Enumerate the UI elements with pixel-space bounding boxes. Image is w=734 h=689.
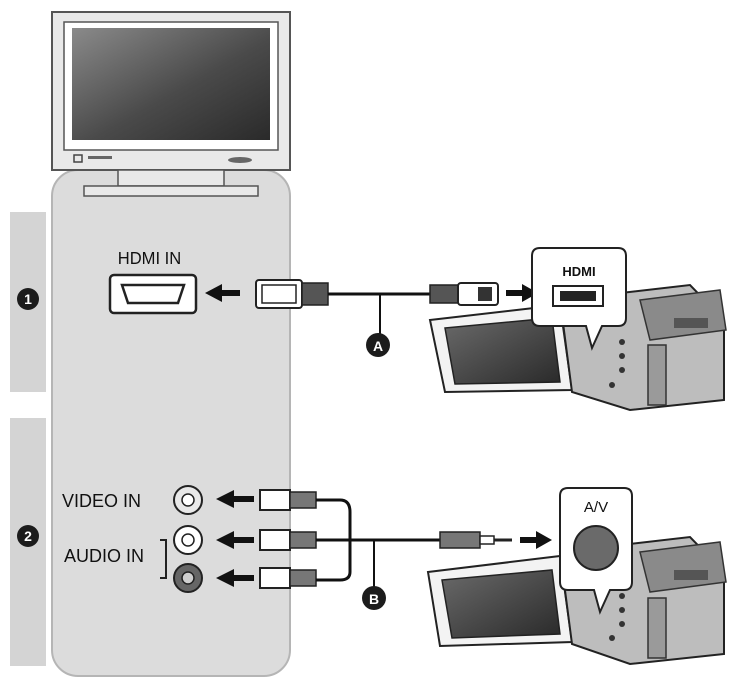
audio-in-white-jack-icon xyxy=(173,525,203,555)
hdmi-in-port-icon xyxy=(108,273,198,315)
hdmi-in-label: HDMI IN xyxy=(118,247,181,268)
step-marker-2: 2 xyxy=(17,525,39,547)
av-label-text: A/V xyxy=(584,499,608,516)
step-marker-1: 1 xyxy=(17,288,39,310)
tv-icon xyxy=(51,11,291,197)
video-in-jack-icon xyxy=(173,485,203,515)
tv-rear-panel xyxy=(51,169,291,677)
arrow-right-icon xyxy=(520,531,552,549)
step-marker-2-label: 2 xyxy=(24,528,32,544)
audio-bracket xyxy=(160,539,167,579)
hdmi-out-callout: HDMI xyxy=(531,247,627,351)
cable-label-a-text: A xyxy=(373,338,383,354)
audio-in-label: AUDIO IN xyxy=(64,546,144,566)
hdmi-cable-a xyxy=(255,279,499,340)
hdmi-logo-text: HDMI xyxy=(562,264,595,279)
av-out-callout: A/V xyxy=(559,487,633,615)
arrow-left-icon xyxy=(216,490,254,508)
arrow-left-icon xyxy=(216,531,254,549)
cable-label-b-text: B xyxy=(369,591,379,607)
step-marker-1-label: 1 xyxy=(24,291,32,307)
video-in-label: VIDEO IN xyxy=(62,491,141,511)
audio-in-red-jack-icon xyxy=(173,563,203,593)
cable-label-a: A xyxy=(366,333,390,357)
arrow-left-icon xyxy=(205,284,240,302)
arrow-left-icon xyxy=(216,569,254,587)
arrow-right-icon xyxy=(506,284,538,302)
av-cable-b xyxy=(259,489,512,589)
cable-label-b: B xyxy=(362,586,386,610)
